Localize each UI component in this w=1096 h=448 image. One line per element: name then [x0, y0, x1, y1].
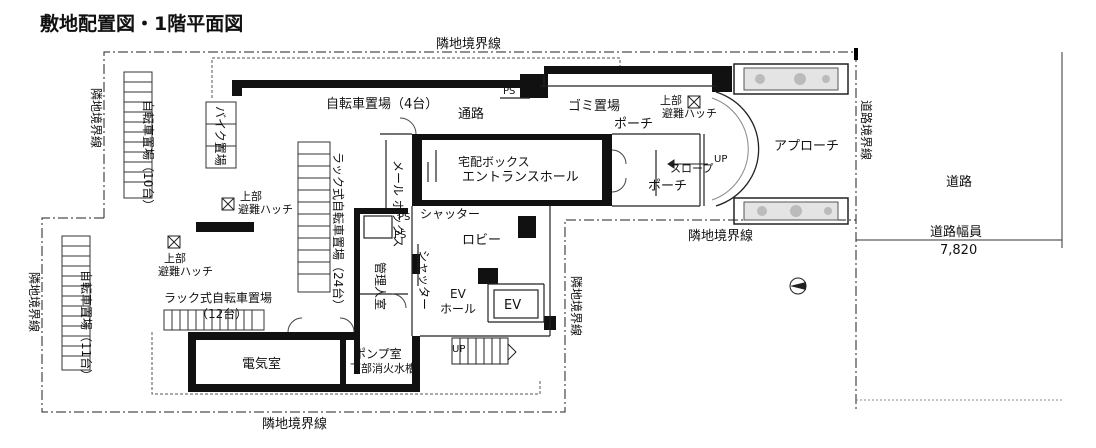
label-passage: 通路	[458, 106, 484, 122]
label-garbage: ゴミ置場	[568, 98, 620, 114]
label-hatch-mid: 上部避難ハッチ	[238, 189, 293, 216]
label-rack-12: ラック式自転車置場（12台）	[164, 291, 272, 321]
label-porch-upper: ポーチ	[614, 117, 653, 132]
building-eave-line-left	[151, 332, 541, 395]
boundary-label-bottom: 隣地境界線	[262, 416, 327, 432]
porch-arc-inner	[711, 97, 749, 201]
site-boundary-line	[41, 51, 857, 413]
label-slope-up: UP	[714, 154, 727, 165]
label-ev: EV	[504, 298, 521, 313]
building-walls	[188, 66, 732, 392]
plan-title: 敷地配置図・1階平面図	[40, 12, 243, 35]
bike-stalls-motorbike	[205, 101, 237, 169]
label-bike-4: 自転車置場（4台）	[326, 97, 438, 112]
label-ps-low: PS	[394, 230, 406, 241]
label-ps-mid: PS	[398, 212, 410, 223]
building-eave-line	[211, 57, 621, 98]
staircase	[451, 337, 517, 365]
label-pump-sub: 下部消火水槽	[350, 361, 416, 375]
slope-arrow-icon	[667, 159, 708, 169]
label-hatch-left: 上部避難ハッチ	[158, 251, 213, 278]
boundary-label-left-upper: 隣地境界線	[89, 88, 104, 148]
bike-stalls-rack-24	[297, 141, 331, 293]
bike-stalls-rack-12	[163, 309, 265, 331]
boundary-label-middle: 隣地境界線	[688, 228, 753, 244]
door-swings	[287, 117, 627, 333]
label-electric: 電気室	[242, 356, 281, 372]
road-width-value: 7,820	[940, 243, 977, 258]
boundary-label-top: 隣地境界線	[436, 36, 501, 52]
label-hatch-upper-right: 上部避難ハッチ	[660, 93, 717, 120]
boundary-label-road-side: 道路境界線	[859, 100, 874, 160]
hatch-icon-mid	[221, 197, 235, 211]
label-bike-10: 自転車置場（10台）	[141, 100, 156, 211]
building-inner-walls	[360, 74, 716, 337]
bike-stalls-10	[123, 71, 153, 199]
label-shutter-top: シャッター	[420, 207, 480, 221]
planting-bed-top	[733, 63, 849, 95]
label-lobby: ロビー	[462, 233, 501, 248]
road-width-label: 道路幅員	[930, 224, 982, 240]
label-pump: ポンプ室	[354, 346, 402, 361]
bike-stalls-11	[61, 235, 91, 371]
label-porch-lower: ポーチ	[648, 179, 687, 194]
label-ps-top: PS	[503, 86, 515, 97]
label-delivery-box: 宅配ボックス	[458, 154, 530, 169]
hatch-icon-left	[167, 235, 181, 249]
boundary-label-right-lower: 隣地境界線	[569, 276, 584, 336]
porch-arc	[715, 91, 760, 207]
label-approach: アプローチ	[774, 139, 839, 154]
label-bike-11: 自転車置場（11台）	[79, 270, 94, 381]
north-arrow-icon	[789, 277, 807, 295]
label-mailbox: メール ボックス	[391, 160, 405, 247]
planting-bed-bottom	[733, 197, 849, 225]
hatch-icon-upper-right	[687, 95, 701, 109]
label-bike-bike: バイク置場	[213, 106, 227, 166]
label-up-stairs: UP	[452, 344, 465, 355]
boundary-label-left-lower: 隣地境界線	[27, 272, 42, 332]
label-rack-24: ラック式自転車置場（24台）	[331, 152, 346, 311]
label-entrance-hall: エントランスホール	[462, 170, 579, 185]
label-manager: 管理人室	[373, 262, 388, 310]
label-shutter-side: シャッター	[417, 250, 431, 310]
label-slope: スロープ	[670, 162, 713, 175]
road-label: 道路	[946, 174, 972, 190]
